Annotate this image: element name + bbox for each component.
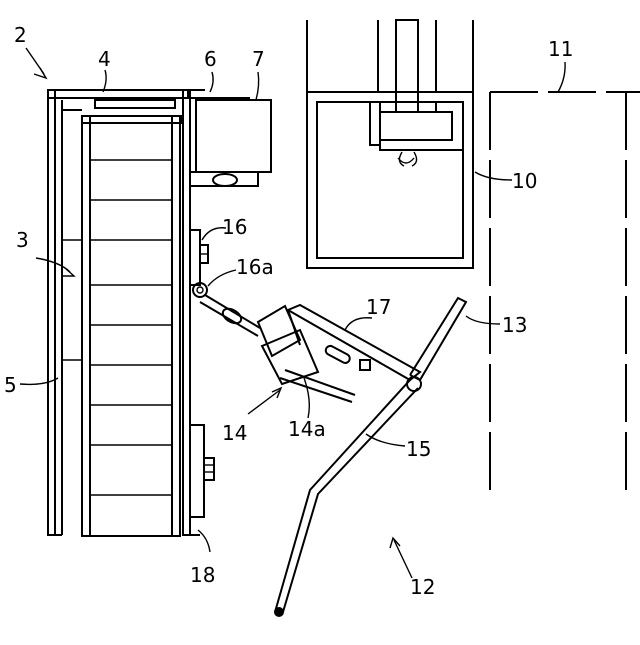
label-16: 16 [222, 215, 247, 239]
label-16a: 16a [236, 255, 274, 279]
left-enclosure [48, 90, 205, 536]
label-13: 13 [502, 313, 527, 337]
label-10: 10 [512, 169, 537, 193]
label-2: 2 [14, 23, 27, 47]
label-14a: 14a [288, 417, 326, 441]
block-7 [190, 98, 271, 186]
bracket-18 [190, 425, 214, 517]
rod-15 [274, 377, 421, 617]
label-3: 3 [16, 228, 29, 252]
label-7: 7 [252, 47, 265, 71]
label-14: 14 [222, 421, 247, 445]
dashed-box-11 [490, 92, 640, 500]
flap-13 [410, 298, 466, 380]
bracket-16 [190, 230, 208, 297]
label-15: 15 [406, 437, 431, 461]
label-17: 17 [366, 295, 391, 319]
label-18: 18 [190, 563, 215, 587]
label-12: 12 [410, 575, 435, 599]
box-10 [307, 20, 473, 268]
label-5: 5 [4, 373, 17, 397]
label-4: 4 [98, 47, 111, 71]
label-6: 6 [204, 47, 217, 71]
label-11: 11 [548, 37, 573, 61]
